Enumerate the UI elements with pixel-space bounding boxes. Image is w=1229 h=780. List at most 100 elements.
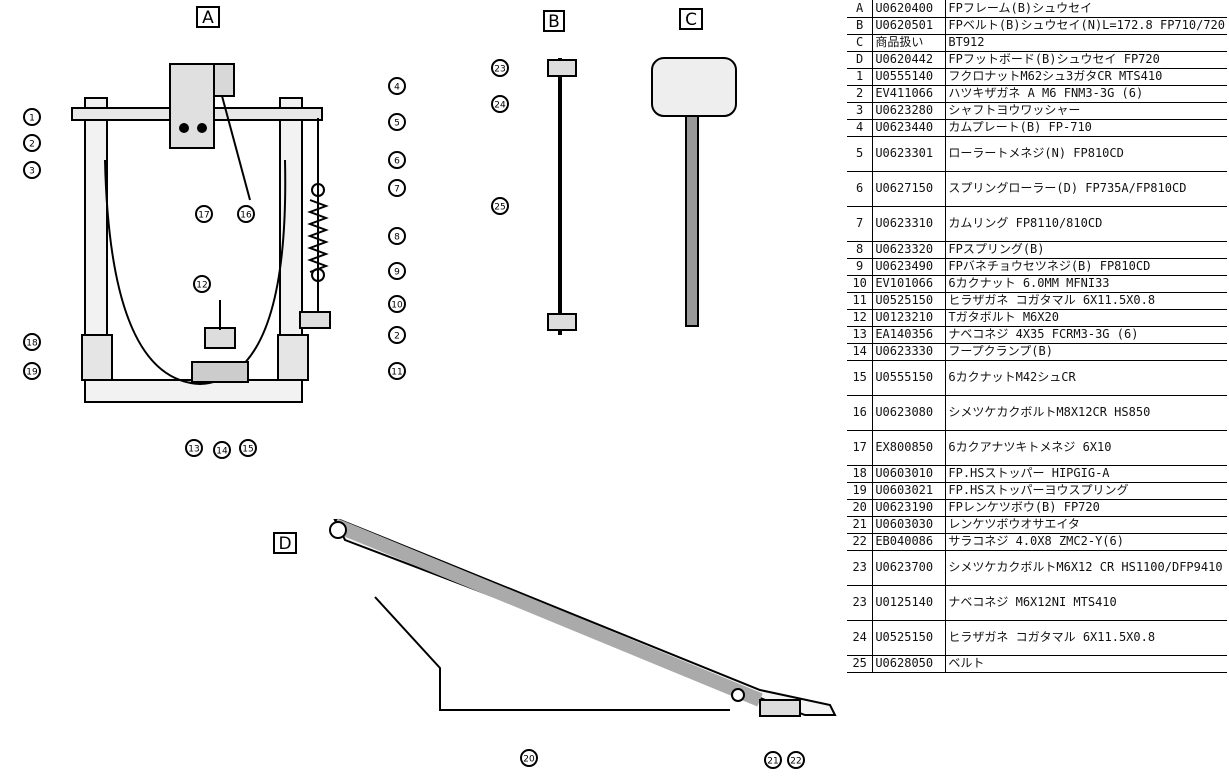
parts-desc: スプリングローラー(D) FP735A/FP810CD — [945, 171, 1227, 207]
beater-assembly — [651, 57, 737, 327]
callout-number: 22 — [790, 757, 801, 767]
parts-code: U0555150 — [872, 360, 947, 396]
parts-desc: 6カクナットM42シュCR — [945, 360, 1227, 396]
parts-desc: 6カクアナツキトメネジ 6X10 — [945, 430, 1227, 466]
callout-21: 24 — [491, 95, 509, 113]
parts-key: 18 — [847, 465, 874, 483]
callout-14: 14 — [213, 441, 231, 459]
parts-code: U0623301 — [872, 136, 947, 172]
parts-code: U0623440 — [872, 119, 947, 137]
parts-key: 20 — [847, 499, 874, 517]
callout-8: 9 — [388, 262, 406, 280]
parts-code: U0123210 — [872, 309, 947, 327]
callout-19: 19 — [23, 362, 41, 380]
parts-key: 15 — [847, 360, 874, 396]
parts-code: U0620442 — [872, 51, 947, 69]
parts-key: 16 — [847, 395, 874, 431]
parts-desc: ヒラザガネ コガタマル 6X11.5X0.8 — [945, 620, 1227, 656]
parts-code: EA140356 — [872, 326, 947, 344]
callout-number: 2 — [394, 332, 400, 342]
parts-code: EB040086 — [872, 533, 947, 551]
callout-number: 3 — [29, 167, 35, 177]
callout-2: 3 — [23, 161, 41, 179]
parts-desc: FPバネチョウセツネジ(B) FP810CD — [945, 258, 1227, 276]
callout-5: 6 — [388, 151, 406, 169]
callout-3: 4 — [388, 77, 406, 95]
parts-desc: FPレンケツボウ(B) FP720 — [945, 499, 1227, 517]
parts-code: U0525150 — [872, 292, 947, 310]
parts-desc: ローラートメネジ(N) FP810CD — [945, 136, 1227, 172]
parts-code: U0525150 — [872, 620, 947, 656]
parts-desc: FP.HSストッパー HIPGIG-A — [945, 465, 1227, 483]
callout-7: 8 — [388, 227, 406, 245]
parts-key: 19 — [847, 482, 874, 500]
parts-code: 商品扱い — [872, 34, 947, 52]
callout-11: 11 — [388, 362, 406, 380]
parts-desc: Tガタボルト M6X20 — [945, 309, 1227, 327]
parts-code: U0623190 — [872, 499, 947, 517]
parts-desc: フクロナットM62シュ3ガタCR MTS410 — [945, 68, 1227, 86]
callout-number: 12 — [196, 281, 207, 291]
parts-code: U0603021 — [872, 482, 947, 500]
parts-key: 3 — [847, 102, 874, 120]
parts-key: 12 — [847, 309, 874, 327]
parts-desc: FPスプリング(B) — [945, 241, 1227, 259]
parts-desc: シメツケカクボルトM6X12 CR HS1100/DFP9410 — [945, 550, 1227, 586]
callout-number: 18 — [26, 339, 38, 349]
parts-desc: レンケツボウオサエイタ — [945, 516, 1227, 534]
footboard-assembly — [329, 518, 837, 717]
callout-number: 17 — [198, 211, 209, 221]
section-labels: A B C D — [196, 6, 703, 554]
section-label-b: B — [548, 12, 560, 32]
parts-key: 11 — [847, 292, 874, 310]
callout-6: 7 — [388, 179, 406, 197]
parts-desc: フープクランプ(B) — [945, 343, 1227, 361]
parts-key: 23 — [847, 585, 874, 621]
callout-25: 22 — [787, 751, 805, 769]
parts-desc: ナベコネジ M6X12NI MTS410 — [945, 585, 1227, 621]
parts-desc: シメツケカクボルトM8X12CR HS850 — [945, 395, 1227, 431]
callout-16: 16 — [237, 205, 255, 223]
parts-key: 17 — [847, 430, 874, 466]
parts-desc: サラコネジ 4.0X8 ZMC2-Y(6) — [945, 533, 1227, 551]
parts-desc: シャフトヨウワッシャー — [945, 102, 1227, 120]
parts-code: U0603030 — [872, 516, 947, 534]
parts-code: U0623330 — [872, 343, 947, 361]
callout-number: 8 — [394, 233, 400, 243]
parts-desc: ヒラザガネ コガタマル 6X11.5X0.8 — [945, 292, 1227, 310]
callout-number: 16 — [240, 211, 252, 221]
section-label-a: A — [202, 8, 214, 28]
callout-4: 5 — [388, 113, 406, 131]
callout-20: 23 — [491, 59, 509, 77]
parts-code: U0623700 — [872, 550, 947, 586]
parts-code: U0125140 — [872, 585, 947, 621]
callout-number: 23 — [494, 65, 505, 75]
parts-code: U0628050 — [872, 655, 947, 673]
parts-key: 7 — [847, 206, 874, 242]
parts-key: 25 — [847, 655, 874, 673]
parts-code: U0627150 — [872, 171, 947, 207]
callout-22: 25 — [491, 197, 509, 215]
parts-key: 23 — [847, 550, 874, 586]
callout-number: 1 — [29, 114, 35, 124]
callout-0: 1 — [23, 108, 41, 126]
